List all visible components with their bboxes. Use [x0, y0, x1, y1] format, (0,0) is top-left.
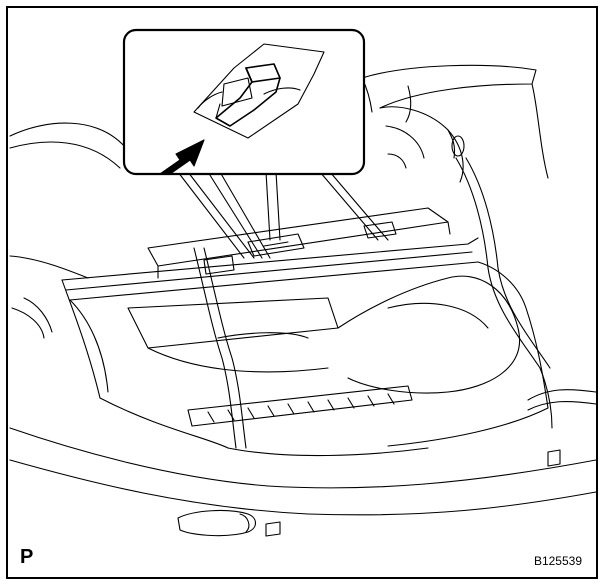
- rear-bumper: [10, 390, 596, 536]
- illustration-frame: P B125539: [6, 6, 598, 579]
- callout-box: [124, 30, 364, 174]
- parcel-shelf: [148, 208, 450, 278]
- trunk-interior: [128, 276, 520, 426]
- trunk-illustration: [8, 8, 596, 577]
- arrow-icon: [160, 140, 204, 174]
- trunk-lid: [362, 65, 548, 182]
- corner-label: P: [20, 546, 34, 568]
- figure-code: B125539: [533, 554, 582, 568]
- rear-window: [10, 123, 126, 338]
- floor-hook-icon: [194, 44, 324, 138]
- leader-lines: [178, 172, 388, 258]
- trunk-opening: [62, 238, 548, 456]
